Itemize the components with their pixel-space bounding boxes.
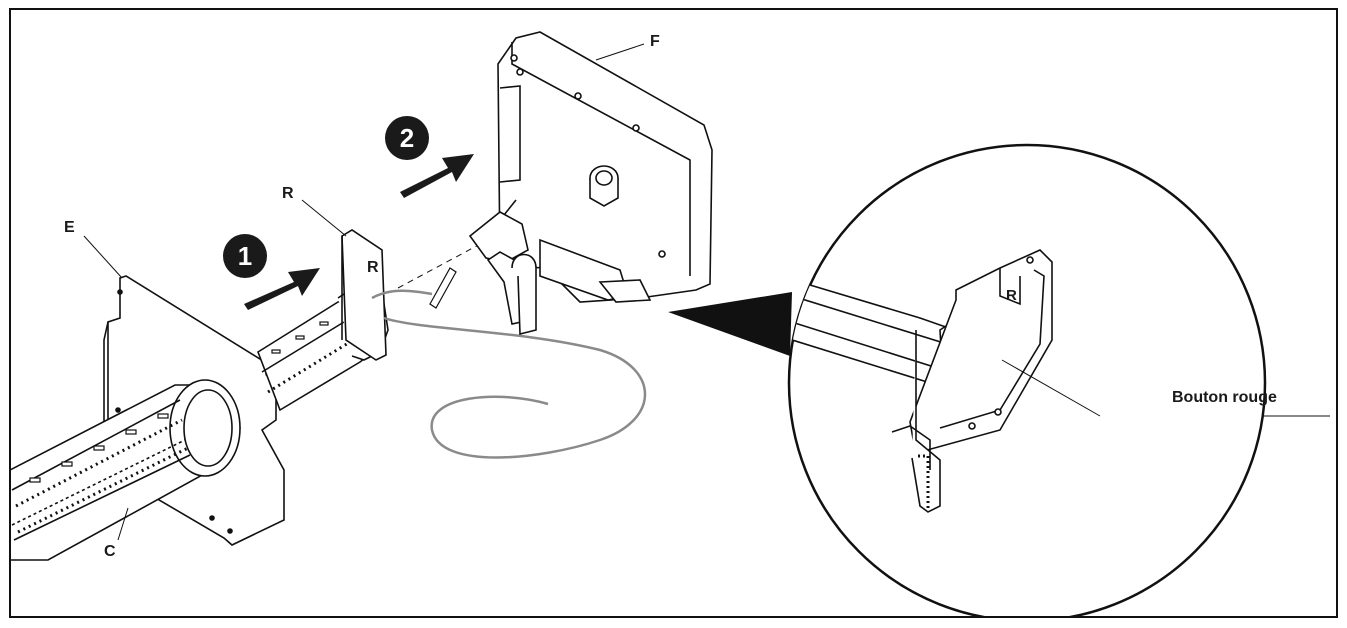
detail-zoom: R bbox=[787, 143, 1267, 616]
label-c: C bbox=[104, 543, 116, 560]
label-e: E bbox=[64, 219, 75, 236]
label-f: F bbox=[650, 33, 660, 50]
callout-wedge bbox=[668, 292, 792, 356]
step-1-number: 1 bbox=[238, 241, 252, 271]
label-bouton-rouge: Bouton rouge bbox=[1172, 389, 1277, 406]
plate-r bbox=[341, 229, 387, 361]
cable-connector bbox=[429, 267, 457, 309]
step-badge-2: 2 bbox=[385, 116, 429, 160]
step-2-number: 2 bbox=[400, 123, 414, 153]
arrow-step-2 bbox=[400, 154, 474, 198]
arrow-step-1 bbox=[244, 268, 320, 310]
zoom-r-letter: R bbox=[1006, 287, 1017, 304]
motor-cable bbox=[371, 289, 647, 459]
step-badge-1: 1 bbox=[223, 234, 267, 278]
tube-c bbox=[11, 379, 241, 561]
plate-r-letter: R bbox=[367, 259, 379, 276]
flange-f bbox=[468, 31, 713, 336]
label-r: R bbox=[282, 185, 294, 202]
